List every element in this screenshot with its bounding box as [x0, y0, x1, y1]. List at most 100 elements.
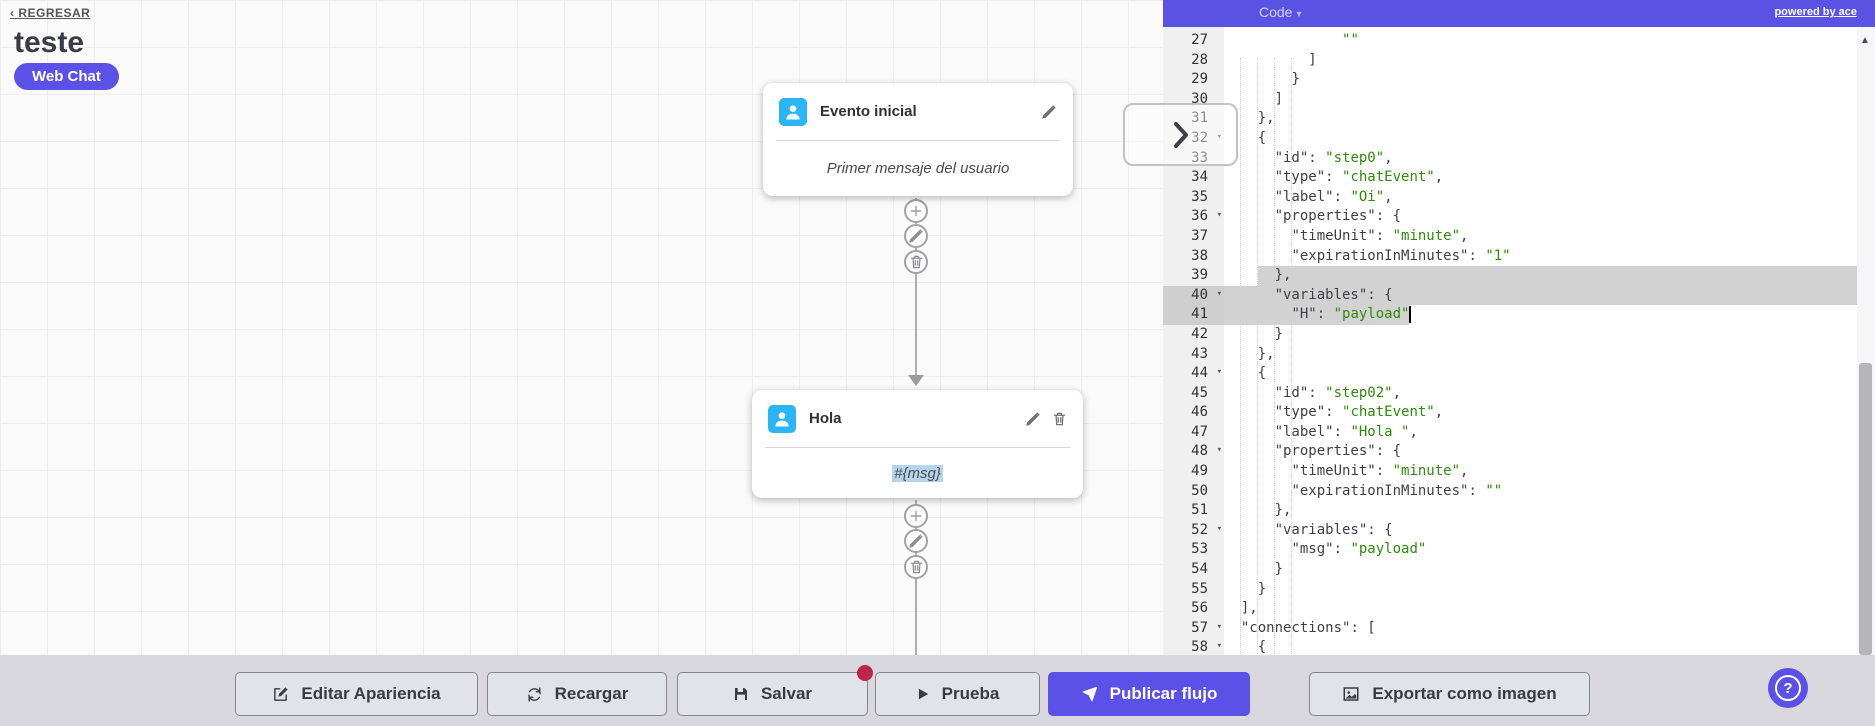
json-punctuation: :: [1375, 227, 1393, 244]
delete-connection-button[interactable]: [904, 250, 928, 274]
flow-canvas[interactable]: ‹ REGRESAR teste Web Chat Evento inicial…: [0, 0, 1163, 656]
code-line[interactable]: 31 },: [1163, 109, 1875, 129]
line-number-gutter: 42: [1163, 324, 1224, 345]
code-line[interactable]: 37 "timeUnit": "minute",: [1163, 226, 1875, 247]
scrollbar-thumb[interactable]: [1859, 363, 1872, 655]
code-line[interactable]: 43 },: [1163, 344, 1875, 365]
json-punctuation: }: [1274, 561, 1284, 578]
code-line[interactable]: 39 },: [1163, 266, 1875, 286]
code-line[interactable]: 46 "type": "chatEvent",: [1163, 403, 1875, 423]
line-number-gutter: 48▾: [1163, 442, 1224, 463]
code-line[interactable]: 41 "H": "payload": [1163, 305, 1875, 325]
play-icon: [916, 687, 930, 701]
json-punctuation: ,: [1384, 188, 1393, 205]
recargar-button[interactable]: Recargar: [487, 672, 667, 716]
code-line[interactable]: 57▾ "connections": [: [1163, 618, 1875, 639]
code-line[interactable]: 29 }: [1163, 70, 1875, 90]
json-punctuation: :: [1375, 463, 1393, 480]
code-line[interactable]: 27 "": [1163, 31, 1875, 51]
code-content[interactable]: 27 ""28 ]29 }30 ]31 },32▾ {33 "id": "ste…: [1163, 27, 1875, 655]
json-punctuation: :: [1308, 384, 1326, 401]
code-fold-icon[interactable]: ▾: [1216, 523, 1222, 534]
delete-node-button[interactable]: [1052, 411, 1067, 427]
code-line[interactable]: 54 }: [1163, 560, 1875, 580]
code-line[interactable]: 38 "expirationInMinutes": "1": [1163, 246, 1875, 267]
code-line[interactable]: 40▾ "variables": {: [1163, 285, 1875, 306]
edit-connection-button[interactable]: [904, 224, 928, 248]
json-string-value: "minute": [1392, 463, 1461, 480]
prueba-button[interactable]: Prueba: [875, 672, 1040, 716]
json-punctuation: },: [1257, 345, 1275, 362]
code-line[interactable]: 58▾ {: [1163, 638, 1875, 655]
json-punctuation: ,: [1409, 423, 1418, 440]
code-line[interactable]: 56 ],: [1163, 599, 1875, 619]
json-key: "H": [1291, 306, 1317, 323]
code-line[interactable]: 52▾ "variables": {: [1163, 520, 1875, 541]
line-number-gutter: 37: [1163, 226, 1224, 247]
code-line[interactable]: 44▾ {: [1163, 364, 1875, 384]
code-line[interactable]: 35 "label": "Oi",: [1163, 187, 1875, 208]
add-step-button[interactable]: [904, 504, 928, 528]
code-line[interactable]: 30 ]: [1163, 89, 1875, 110]
exportar-como-imagen-button[interactable]: Exportar como imagen: [1309, 672, 1590, 716]
code-line[interactable]: 50 "expirationInMinutes": "": [1163, 481, 1875, 502]
code-line[interactable]: 55 }: [1163, 579, 1875, 600]
code-line[interactable]: 45 "id": "step02",: [1163, 383, 1875, 404]
code-fold-icon[interactable]: ▾: [1216, 131, 1222, 142]
line-number-gutter: 34: [1163, 168, 1224, 188]
text-selection: [1224, 305, 1409, 325]
code-fold-icon[interactable]: ▾: [1216, 367, 1222, 378]
code-line[interactable]: 28 ]: [1163, 50, 1875, 71]
json-punctuation: },: [1274, 267, 1292, 284]
json-key: "properties": [1274, 208, 1376, 225]
json-string-value: "step0": [1325, 149, 1385, 166]
code-mode-dropdown[interactable]: Code▾: [1259, 4, 1302, 20]
code-fold-icon[interactable]: ▾: [1216, 445, 1222, 456]
publicar-flujo-button[interactable]: Publicar flujo: [1048, 672, 1250, 716]
back-link[interactable]: ‹ REGRESAR: [10, 6, 91, 20]
code-fold-icon[interactable]: ▾: [1216, 288, 1222, 299]
code-line[interactable]: 36▾ "properties": {: [1163, 207, 1875, 227]
collapse-code-panel-button[interactable]: [1123, 103, 1238, 166]
pencil-icon: [1025, 411, 1041, 427]
json-key: "id": [1274, 149, 1309, 166]
code-line[interactable]: 34 "type": "chatEvent",: [1163, 168, 1875, 188]
edit-node-button[interactable]: [1041, 104, 1057, 120]
line-number-gutter: 56: [1163, 599, 1224, 619]
delete-connection-button[interactable]: [904, 555, 928, 579]
line-number-gutter: 53: [1163, 540, 1224, 561]
flow-node[interactable]: Hola#{msg}: [752, 390, 1083, 498]
code-fold-icon[interactable]: ▾: [1216, 641, 1222, 652]
code-line[interactable]: 32▾ {: [1163, 128, 1875, 149]
flow-title: teste: [14, 26, 85, 59]
edit-connection-button[interactable]: [904, 529, 928, 553]
code-line[interactable]: 47 "label": "Hola ",: [1163, 422, 1875, 443]
code-line[interactable]: 51 },: [1163, 501, 1875, 521]
code-editor-panel[interactable]: Code▾ powered by ace 27 ""28 ]29 }30 ]31…: [1163, 0, 1875, 655]
help-button[interactable]: ?: [1768, 668, 1808, 708]
code-line[interactable]: 33 "id": "step0",: [1163, 148, 1875, 169]
code-line[interactable]: 48▾ "properties": {: [1163, 442, 1875, 463]
code-line[interactable]: 49 "timeUnit": "minute",: [1163, 462, 1875, 482]
code-line[interactable]: 53 "msg": "payload": [1163, 540, 1875, 561]
json-string-value: "payload": [1350, 541, 1427, 558]
edit-node-button[interactable]: [1025, 411, 1041, 427]
node-divider: [776, 140, 1060, 141]
button-label: Salvar: [760, 684, 813, 703]
scroll-up-arrow-icon[interactable]: ▲: [1860, 35, 1870, 46]
add-step-button[interactable]: [904, 199, 928, 223]
powered-by-ace-link[interactable]: powered by ace: [1774, 6, 1857, 18]
salvar-button[interactable]: Salvar: [677, 665, 873, 716]
json-punctuation: ,: [1384, 149, 1393, 166]
json-key: "label": [1274, 188, 1334, 205]
button-label: Prueba: [941, 684, 1000, 703]
code-line[interactable]: 42 }: [1163, 324, 1875, 345]
node-title: Evento inicial: [820, 103, 917, 120]
code-fold-icon[interactable]: ▾: [1216, 210, 1222, 221]
editor-scrollbar[interactable]: ▲: [1857, 27, 1875, 655]
indent-guide: [1240, 58, 1241, 655]
editar-apariencia-button[interactable]: Editar Apariencia: [235, 672, 478, 716]
code-fold-icon[interactable]: ▾: [1216, 621, 1222, 632]
